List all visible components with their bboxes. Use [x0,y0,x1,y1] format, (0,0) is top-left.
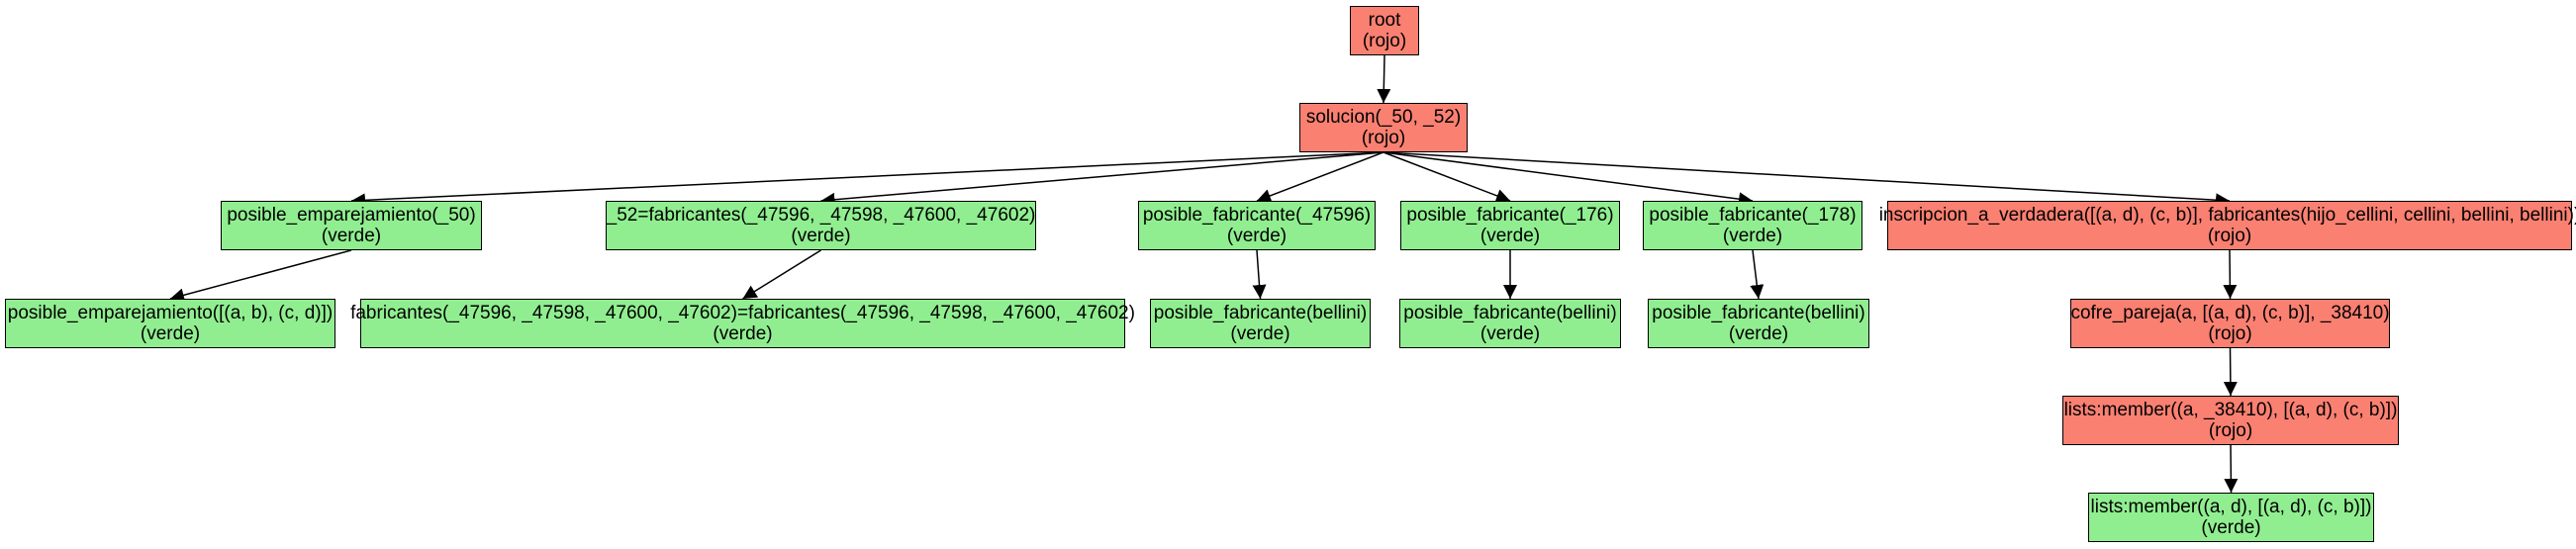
edge-solucion-pf2 [1383,151,1511,203]
node-posible-fabricante-bellini-1[interactable]: posible_fabricante(bellini) (verde) [1150,299,1371,348]
node-posible-fabricante-47596[interactable]: posible_fabricante(_47596) (verde) [1138,201,1376,250]
node-label: posible_fabricante(bellini) [1403,303,1617,323]
edge-member1-member2 [2224,444,2239,494]
edge-inscripcion-cofre [2223,249,2238,300]
node-state: (verde) [1728,323,1789,344]
node-label: _52=fabricantes(_47596, _47598, _47600, … [606,205,1036,226]
node-state: (rojo) [1361,128,1406,148]
edge-solucion-fab_eq [820,151,1384,207]
node-state: (verde) [1722,226,1783,246]
node-state: (rojo) [2207,226,2252,246]
node-posible-fabricante-bellini-2[interactable]: posible_fabricante(bellini) (verde) [1399,299,1621,348]
node-label: solucion(_50, _52) [1305,107,1462,128]
edge-solucion-inscripcion [1383,151,2231,208]
node-label: inscripcion_a_verdadera([(a, d), (c, b)]… [1878,205,2576,226]
node-posible-fabricante-178[interactable]: posible_fabricante(_178) (verde) [1643,201,1862,250]
node-posible-fabricante-176[interactable]: posible_fabricante(_176) (verde) [1400,201,1620,250]
node-posible-emparejamiento[interactable]: posible_emparejamiento(_50) (verde) [221,201,482,250]
node-fabricantes-eq[interactable]: _52=fabricantes(_47596, _47598, _47600, … [606,201,1036,250]
edge-solucion-pf1 [1256,151,1384,203]
node-label: root [1368,10,1401,31]
node-state: (verde) [140,323,201,344]
node-label: posible_fabricante(bellini) [1652,303,1865,323]
node-lists-member-1[interactable]: lists:member((a, _38410), [(a, d), (c, b… [2062,396,2399,445]
node-label: posible_emparejamiento(_50) [227,205,476,226]
node-label: posible_fabricante(bellini) [1153,303,1368,323]
node-label: posible_fabricante(_178) [1649,205,1857,226]
edge-pos_emp-pos_emp_leaf [169,249,352,303]
edge-solucion-pos_emp [350,151,1384,208]
node-label: posible_fabricante(_176) [1406,205,1614,226]
node-state: (rojo) [2208,323,2252,344]
edge-root-solucion [1377,54,1391,104]
edge-solucion-pf3 [1383,151,1754,207]
node-cofre-pareja[interactable]: cofre_pareja(a, [(a, d), (c, b)], _38410… [2070,299,2390,348]
edge-pf1-pf1_leaf [1252,249,1267,300]
edge-fab_eq-fab_eq_leaf [742,249,821,300]
node-inscripcion-a-verdadera[interactable]: inscripcion_a_verdadera([(a, d), (c, b)]… [1879,201,2576,250]
node-label: posible_emparejamiento([(a, b), (c, d)]) [7,303,334,323]
node-fabricantes-eq-leaf[interactable]: fabricantes(_47596, _47598, _47600, _476… [350,299,1135,348]
node-label: posible_fabricante(_47596) [1142,205,1372,226]
node-label: lists:member((a, _38410), [(a, d), (c, b… [2063,400,2398,420]
node-state: (verde) [713,323,773,344]
edge-cofre-member1 [2223,347,2238,397]
node-label: lists:member((a, d), [(a, d), (c, b)]) [2090,497,2372,517]
node-state: (rojo) [2208,420,2253,441]
node-solucion[interactable]: solucion(_50, _52) (rojo) [1299,103,1468,152]
node-state: (rojo) [1362,31,1407,51]
node-root[interactable]: root (rojo) [1350,6,1419,55]
node-lists-member-2[interactable]: lists:member((a, d), [(a, d), (c, b)]) (… [2088,493,2374,542]
node-posible-emparejamiento-leaf[interactable]: posible_emparejamiento([(a, b), (c, d)])… [5,299,335,348]
node-state: (verde) [321,226,382,246]
node-label: cofre_pareja(a, [(a, d), (c, b)], _38410… [2070,303,2390,323]
node-state: (verde) [1230,323,1290,344]
node-posible-fabricante-bellini-3[interactable]: posible_fabricante(bellini) (verde) [1648,299,1869,348]
node-label: fabricantes(_47596, _47598, _47600, _476… [350,303,1135,323]
edge-pf3-pf3_leaf [1750,249,1765,300]
node-state: (verde) [1479,323,1541,344]
node-state: (verde) [2201,517,2261,538]
node-state: (verde) [791,226,851,246]
node-state: (verde) [1479,226,1541,246]
node-state: (verde) [1226,226,1288,246]
